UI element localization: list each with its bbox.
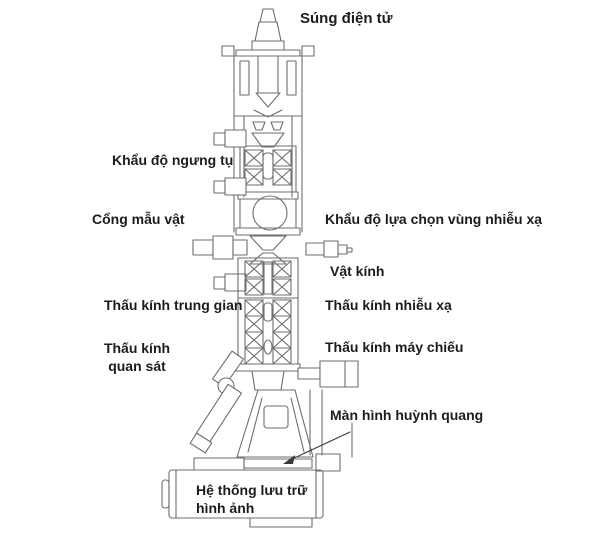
label-observation-lens: Thấu kính quan sát: [97, 339, 177, 375]
label-selected-area-diffraction-aperture: Khẩu độ lựa chọn vùng nhiễu xạ: [325, 211, 543, 227]
image-storage-box-drawing: [161, 469, 324, 528]
label-condenser-aperture: Khẩu độ ngưng tụ: [112, 152, 234, 168]
label-image-storage-system: Hệ thống lưu trữ hình ảnh: [196, 481, 326, 517]
label-projector-lens: Thấu kính máy chiếu: [325, 339, 464, 355]
aperture-knobs-drawing: [213, 129, 247, 292]
label-image-storage-line2: hình ảnh: [196, 500, 255, 517]
specimen-stage-drawing: [192, 235, 353, 265]
screen-pointer-arrow: [283, 431, 351, 464]
label-image-storage-line1: Hệ thống lưu trữ: [196, 482, 308, 498]
label-intermediate-lens: Thấu kính trung gian: [104, 297, 243, 313]
camera-cylinder-drawing: [297, 360, 359, 388]
beam-chamber-drawing: [235, 195, 301, 236]
label-objective-lens: Vật kính: [330, 263, 385, 279]
label-observation-lens-line2: quan sát: [108, 358, 166, 375]
label-diffraction-lens: Thấu kính nhiễu xạ: [325, 297, 452, 313]
lens-stack-drawing: [235, 297, 301, 372]
binocular-tube-drawing: [189, 350, 245, 454]
label-fluorescent-screen: Màn hình huỳnh quang: [330, 407, 484, 423]
label-electron-gun: Súng điện tử: [300, 10, 393, 27]
condenser-lens-drawing: [237, 145, 299, 200]
label-observation-lens-line1: Thấu kính: [103, 340, 171, 356]
viewing-chamber-drawing: [236, 370, 353, 472]
label-specimen-port: Cổng mẫu vật: [92, 211, 185, 227]
upper-column-drawing: [233, 109, 303, 233]
gun-housing-drawing: [233, 55, 303, 117]
fluorescent-screen-drawing: [193, 457, 313, 471]
